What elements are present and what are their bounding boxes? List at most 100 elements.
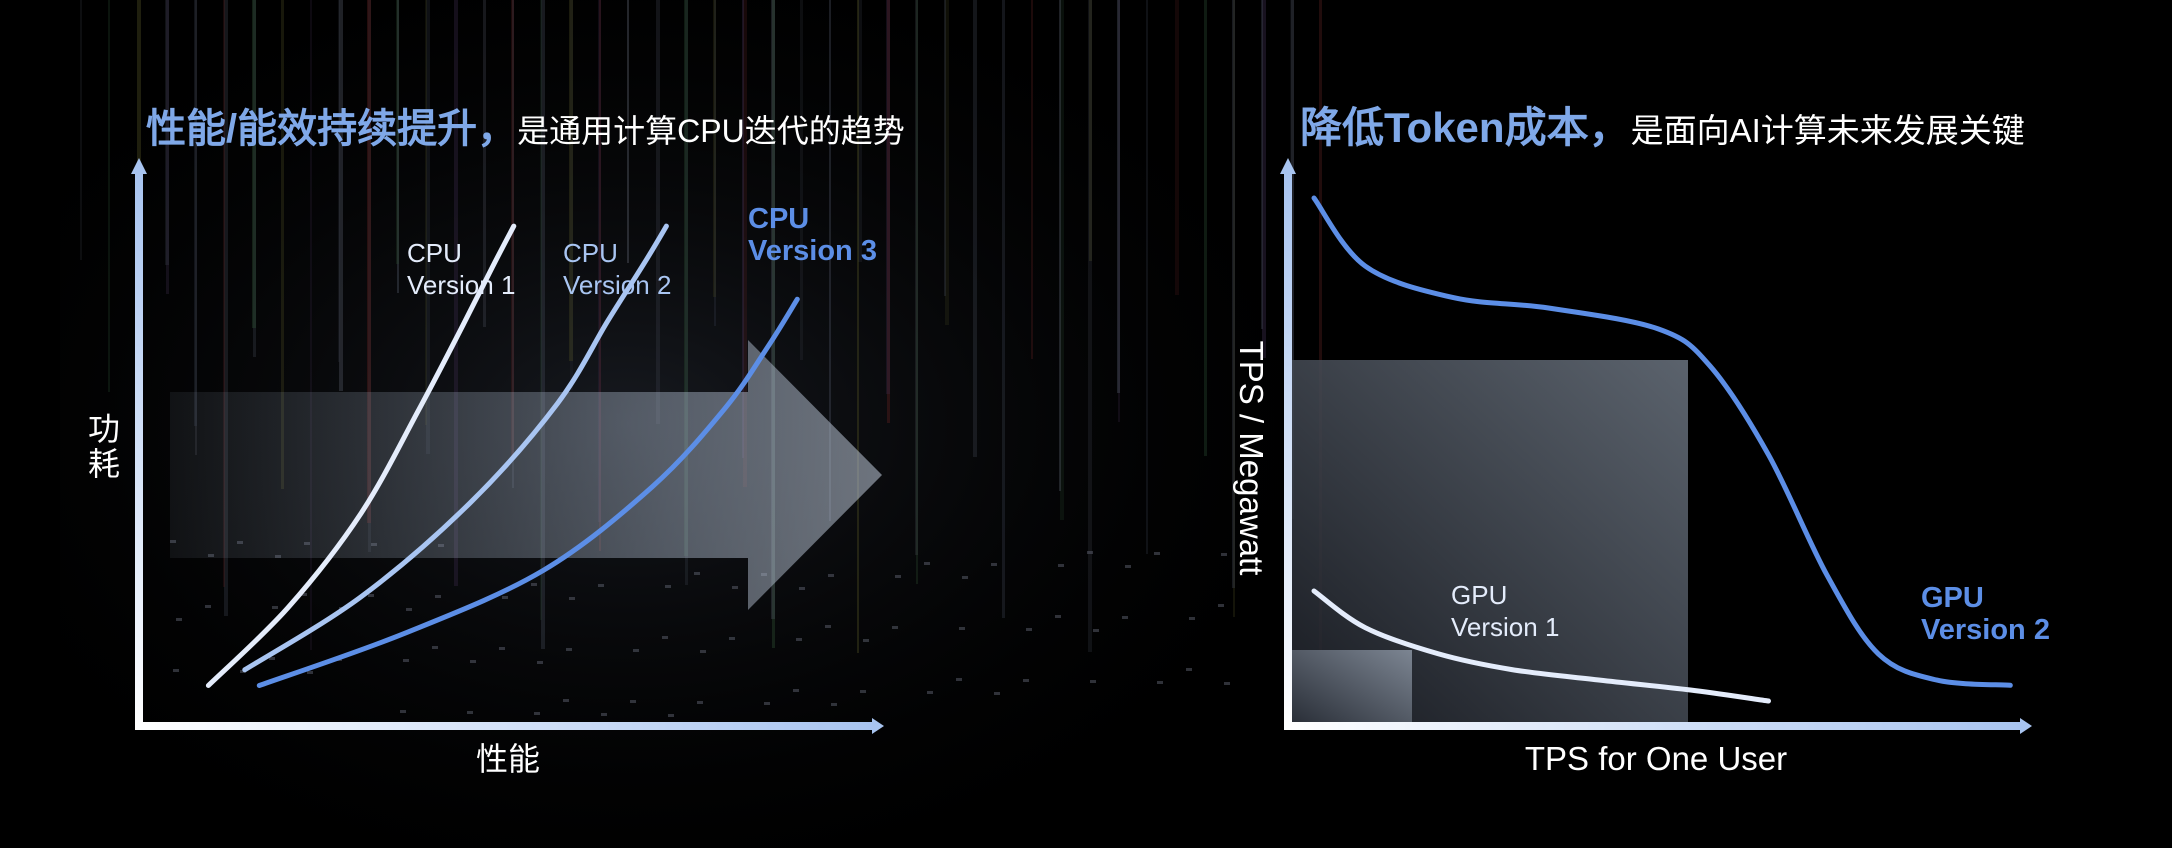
right-title-rest: 是面向AI计算未来发展关键	[1631, 112, 2025, 149]
light-streak	[483, 0, 486, 327]
light-streak	[425, 0, 427, 425]
series-line-cpu-version-1	[205, 223, 517, 688]
background-dot	[863, 639, 869, 642]
background-dot	[927, 691, 933, 694]
light-streak	[973, 0, 977, 457]
light-streak	[886, 0, 890, 394]
left-x-label: 性能	[476, 741, 540, 777]
series-line-gpu-version-1	[1311, 588, 1771, 704]
background-dot	[368, 594, 374, 597]
light-streak	[1262, 0, 1266, 358]
light-streak	[1319, 0, 1322, 651]
background-dot	[470, 660, 476, 663]
background-dot	[301, 593, 307, 596]
light-streak	[1089, 0, 1092, 261]
background-dot	[403, 659, 409, 662]
light-streak	[540, 0, 542, 620]
left-x-axis	[135, 722, 875, 730]
left-x-axis-arrowhead	[872, 718, 884, 734]
right-y-axis-arrowhead	[1280, 158, 1296, 174]
series-label-cpu-version-3: Version 3	[748, 235, 877, 267]
light-streak	[1232, 0, 1235, 588]
background-dot	[1157, 681, 1163, 684]
right-small-box	[1292, 650, 1412, 722]
light-streak	[915, 0, 918, 555]
series-label-cpu-version-3: CPU	[748, 203, 809, 235]
light-streak	[1204, 0, 1207, 456]
background-dot	[176, 618, 182, 621]
background-dot	[991, 563, 997, 566]
background-dot	[959, 627, 965, 630]
background-dot	[1026, 628, 1032, 631]
light-streak	[944, 0, 946, 296]
light-streak	[945, 0, 949, 325]
light-streak	[166, 0, 169, 294]
background-dot	[1189, 617, 1195, 620]
background-dot	[793, 689, 799, 692]
background-dot	[601, 713, 607, 716]
light-streak	[541, 0, 545, 649]
background-dot	[400, 710, 406, 713]
background-dot	[173, 669, 179, 672]
background-dot	[697, 701, 703, 704]
light-streak	[829, 0, 831, 521]
light-streak	[713, 0, 716, 297]
background-dot	[892, 626, 898, 629]
background-dot	[1186, 668, 1192, 671]
background-dot	[665, 585, 671, 588]
light-streak	[195, 0, 197, 455]
right-axes	[1280, 158, 2032, 734]
right-title-highlight: 降低Token成本，	[1300, 104, 1631, 151]
light-streak	[598, 0, 601, 522]
light-streak	[224, 0, 228, 616]
background-dot	[994, 692, 1000, 695]
series-label-cpu-version-1: CPU	[407, 238, 462, 268]
light-streak	[223, 0, 225, 587]
background-dot	[531, 583, 537, 586]
light-streak	[253, 0, 256, 357]
light-streak	[397, 0, 399, 293]
background-dot	[962, 576, 968, 579]
background-dot	[1224, 682, 1230, 685]
background-dot	[569, 597, 575, 600]
light-streak	[1146, 0, 1148, 554]
light-streak	[1002, 0, 1005, 618]
background-dot	[1090, 680, 1096, 683]
series-line-cpu-version-2	[242, 223, 669, 673]
light-streak	[857, 0, 859, 653]
light-streak	[281, 0, 284, 489]
background-dot	[668, 714, 674, 717]
background-dot	[435, 595, 441, 598]
light-streak	[454, 0, 458, 586]
background-dot	[799, 587, 805, 590]
background-dot	[732, 586, 738, 589]
series-label-cpu-version-2: Version 2	[563, 270, 671, 300]
light-streak	[1060, 0, 1064, 520]
series-label-gpu-version-2: GPU	[1921, 582, 1984, 614]
series-label-gpu-version-1: Version 1	[1451, 612, 1559, 642]
right-x-axis-arrowhead	[2020, 718, 2032, 734]
light-streak	[310, 0, 312, 650]
background-dot	[828, 574, 834, 577]
light-streak	[338, 0, 340, 362]
background-dot	[630, 700, 636, 703]
light-streak	[1118, 0, 1120, 422]
light-streak	[1088, 0, 1092, 652]
left-progress-arrow	[170, 340, 882, 610]
background-dot	[1122, 616, 1128, 619]
background-dot	[895, 575, 901, 578]
background-dot	[205, 605, 211, 608]
left-y-label-line1: 功	[88, 411, 120, 447]
light-streak	[367, 0, 371, 523]
series-label-cpu-version-2: CPU	[563, 238, 618, 268]
light-streak	[627, 0, 629, 263]
background-dot	[694, 572, 700, 575]
light-streak	[858, 0, 862, 262]
background-dot	[764, 702, 770, 705]
background-dot	[729, 637, 735, 640]
light-streak	[339, 0, 343, 391]
series-label-gpu-version-2: Version 2	[1921, 614, 2050, 646]
background-dot	[406, 608, 412, 611]
background-dot	[1125, 565, 1131, 568]
